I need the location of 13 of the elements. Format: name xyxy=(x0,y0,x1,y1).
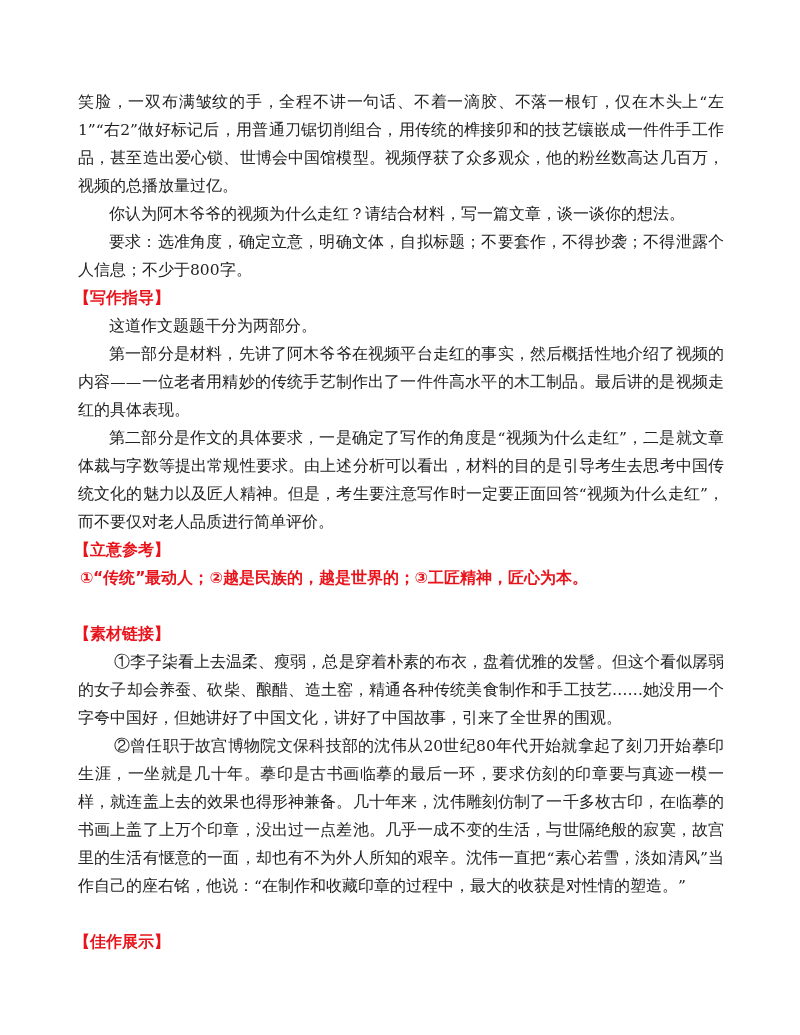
section-heading: 【素材链接】 xyxy=(74,624,171,645)
highlighted-text: ①“传统”最动人；②越是民族的，越是世界的；③工匠精神，匠心为本。 xyxy=(79,568,589,589)
section-heading: 【立意参考】 xyxy=(74,540,171,561)
paragraph-text: 这道作文题题干分为两部分。 xyxy=(108,316,318,337)
section-heading: 【写作指导】 xyxy=(74,288,171,309)
paragraph-text: 你认为阿木爷爷的视频为什么走红？请结合材料，写一篇文章，谈一谈你的想法。 xyxy=(108,204,686,225)
paragraph-text: 第一部分是材料，先讲了阿木爷爷在视频平台走红的事实，然后概括性地介绍了视频的内容——一位老者用精妙的传统手艺制作出了一件件高水平的木工制品。最后讲的是视频走红的具体表现。 xyxy=(78,344,724,421)
paragraph-text: 第二部分是作文的具体要求，一是确定了写作的角度是“视频为什么走红”，二是就文章体裁与字数等提出常规性要求。由上述分析可以看出，材料的目的是引导考生去思考中国传统文化的魅力以及匠人精神。但是，考生要注意写作时一定要正面回答“视频为什么走红”，而不要仅对老人品质进行简单评价。 xyxy=(78,428,724,533)
section-heading: 【佳作展示】 xyxy=(74,932,171,953)
paragraph-text: 要求：选准角度，确定立意，明确文体，自拟标题；不要套作，不得抄袭；不得泄露个人信息；不少于800字。 xyxy=(78,232,724,281)
paragraph-text: ②曾任职于故宫博物院文保科技部的沈伟从20世纪80年代开始就拿起了刻刀开始摹印生涯，一坐就是几十年。摹印是古书画临摹的最后一环，要求仿刻的印章要与真迹一模一样，就连盖上去的效果也得形神兼备。几十年来，沈伟雕刻仿制了一千多枚古印，在临摹的书画上盖了上万个印章，没出过一点差池。几乎一成不变的生活，与世隔绝般的寂寞，故宫里的生活有惬意的一面，却也有不为外人所知的艰辛。沈伟一直把“素心若雪，淡如清风”当作自己的座右铭，他说：“在制作和收藏印章的过程中，最大的收获是对性情的塑造。” xyxy=(78,736,724,897)
paragraph-text: ①李子柒看上去温柔、瘦弱，总是穿着朴素的布衣，盘着优雅的发髻。但这个看似孱弱的女子却会养蚕、砍柴、酿醋、造土窑，精通各种传统美食制作和手工技艺……她没用一个字夸中国好，但她讲好了中国文化，讲好了中国故事，引来了全世界的围观。 xyxy=(78,652,724,729)
paragraph-text: 笑脸，一双布满皱纹的手，全程不讲一句话、不着一滴胶、不落一根钉，仅在木头上“左1”“右2”做好标记后，用普通刀锯切削组合，用传统的榫接卯和的技艺镶嵌成一件件手工作品，甚至造出爱心锁、世博会中国馆模型。视频俘获了众多观众，他的粉丝数高达几百万，视频的总播放量过亿。 xyxy=(78,92,724,197)
